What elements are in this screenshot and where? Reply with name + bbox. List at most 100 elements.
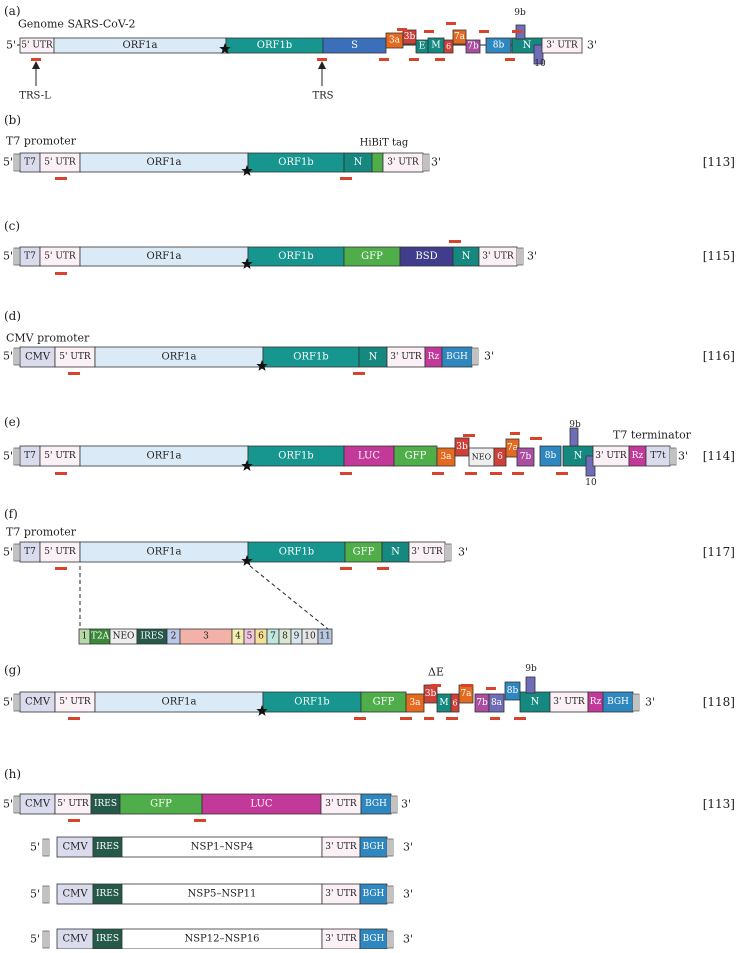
frameshift-star-icon (241, 258, 253, 269)
trs-bar (340, 567, 352, 570)
trs-bar (514, 717, 526, 720)
end-label: 3' (403, 841, 413, 854)
trs-bar (424, 717, 434, 720)
end-label: 3' (527, 250, 537, 263)
bgh-label: BGH (607, 697, 629, 707)
nsp-n8-label: 8 (282, 632, 288, 642)
g8b-block (539, 445, 562, 467)
utr3-label: 3' UTR (553, 697, 585, 707)
n-label: N (391, 547, 400, 558)
g7b-label: 7b (476, 698, 488, 708)
plasmid-ends-icon (42, 838, 50, 857)
nsp-n5-label: 5 (247, 632, 253, 642)
trs-label: TRS (312, 91, 333, 102)
panel-letter: (f) (4, 507, 18, 521)
trs-bar (479, 30, 489, 33)
plasmid-ends-icon (13, 795, 21, 814)
orf1a-label: ORF1a (162, 697, 197, 708)
nsp-n4-label: 4 (235, 632, 241, 642)
sub-cmv-label: CMV (62, 889, 88, 900)
nsp-n1-label: 1 (82, 632, 88, 642)
g7a-label: 7a (507, 443, 519, 453)
orf1a-label: ORF1a (147, 451, 182, 462)
trs-bar (397, 28, 407, 31)
utr3-label: 3' UTR (387, 158, 419, 168)
gfp-label: GFP (353, 547, 375, 558)
trs-bar (446, 22, 456, 25)
trs-bar (490, 717, 500, 720)
m-label: M (439, 698, 448, 708)
plasmid-ends-icon (13, 447, 21, 466)
gfp-label: GFP (361, 251, 383, 262)
g7a-block (452, 29, 467, 45)
g6-block (443, 39, 454, 54)
sub-body-label: NSP12–NSP16 (184, 934, 259, 945)
g6-label: 6 (497, 452, 503, 462)
end-label: 5' (3, 696, 13, 709)
g7b-label: 7b (467, 42, 479, 52)
plasmid-ends-icon (386, 885, 394, 904)
cmv-label: CMV (25, 352, 51, 363)
citation: [114] (703, 449, 735, 463)
sub-cmv-label: CMV (62, 842, 88, 853)
g3a-label: 3a (440, 452, 452, 462)
orf1b-label: ORF1b (257, 40, 292, 51)
end-label: 5' (30, 888, 40, 901)
g8b-label: 8b (507, 686, 519, 696)
plasmid-ends-icon (444, 543, 452, 562)
trs-bar (424, 30, 434, 33)
panel-title: Genome SARS-CoV-2 (18, 18, 136, 31)
end-label: 5' (3, 798, 13, 811)
citation: [113] (703, 797, 735, 811)
arrow-up-icon (318, 61, 326, 69)
delta-e-label: ΔE (428, 666, 444, 679)
end-label: 3' (484, 350, 494, 363)
frameshift-star-icon (256, 360, 268, 371)
g9b-label: 9b (569, 420, 581, 430)
nsp-n6-label: 6 (258, 632, 264, 642)
citation: [117] (703, 545, 735, 559)
trs-bar (512, 30, 522, 33)
g3a-label: 3a (389, 36, 401, 46)
sub-bgh-label: BGH (363, 889, 385, 899)
rz-label: Rz (590, 697, 602, 707)
utr5-label: 5' UTR (57, 799, 89, 809)
sub-body-label: NSP1–NSP4 (191, 842, 253, 853)
panel-letter: (h) (4, 767, 21, 781)
plasmid-ends-icon (13, 153, 21, 172)
trs-bar (68, 819, 80, 822)
hibit-label: HiBiT tag (360, 138, 409, 149)
sub-bgh-label: BGH (363, 934, 385, 944)
g6-label: 6 (452, 699, 457, 708)
g6-label: 6 (446, 42, 451, 51)
nsp-n2-label: 2 (171, 632, 177, 642)
bgh-label: BGH (446, 352, 468, 362)
orf9b-block (569, 427, 579, 447)
rz-label: Rz (428, 352, 440, 362)
trs-bar (505, 58, 515, 61)
arrow-up-icon (32, 61, 40, 69)
citation: [118] (703, 695, 735, 709)
g3b-label: 3b (404, 32, 416, 42)
plasmid-ends-icon (42, 930, 50, 949)
nsp-ires-label: IRES (140, 632, 163, 642)
orf1b-label: ORF1b (294, 697, 329, 708)
utr5-label: 5' UTR (44, 547, 76, 557)
trs-bar (55, 567, 67, 570)
orf10-block (533, 44, 544, 65)
utr3-label: 3' UTR (546, 41, 578, 51)
e-label: E (419, 42, 426, 52)
frameshift-star-icon (241, 460, 253, 471)
utr5-label: 5' UTR (59, 352, 91, 362)
g10-label: 10 (534, 59, 546, 69)
panel-letter: (a) (4, 4, 21, 18)
orf1a-label: ORF1a (147, 547, 182, 558)
panel-title: T7 promoter (6, 135, 77, 148)
trs-bar (317, 58, 327, 61)
trs-bar (68, 717, 80, 720)
t7-label: T7 (24, 547, 36, 557)
frameshift-star-icon (241, 165, 253, 176)
plasmid-ends-icon (13, 347, 21, 366)
panel-letter: (b) (4, 113, 21, 127)
g3b-block (454, 437, 470, 457)
